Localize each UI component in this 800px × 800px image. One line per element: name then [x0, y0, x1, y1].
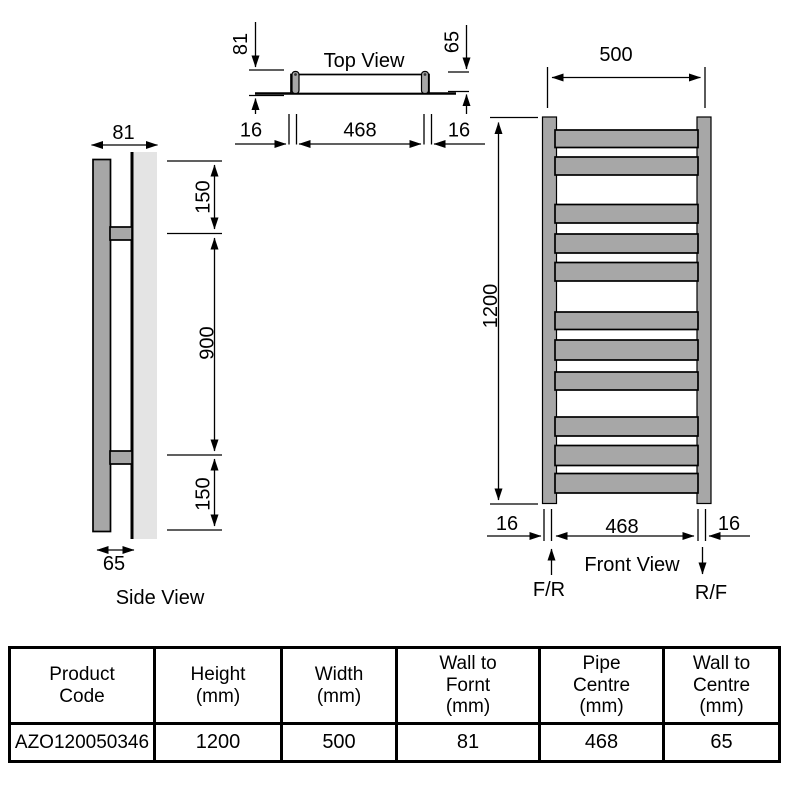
- technical-drawing: Top View 81 65: [91, 22, 750, 609]
- rung: [554, 261, 699, 282]
- rung: [554, 203, 699, 224]
- side-view-bracket-top: [109, 226, 133, 241]
- rung: [554, 371, 699, 391]
- header-width: Width (mm): [280, 646, 398, 725]
- front-view-rungs: [554, 129, 699, 494]
- top-dim-right-offset: 16: [448, 120, 470, 142]
- spec-table-data-row: AZO120050346 1200 500 81 468 65: [8, 722, 781, 763]
- top-dim-left-offset: 16: [240, 120, 262, 142]
- top-view-left-pipe: [291, 70, 300, 95]
- side-dim-depth: 81: [112, 122, 134, 144]
- spec-table: Product Code Height (mm) Width (mm) Wall…: [8, 646, 781, 763]
- header-pipe-centre: Pipe Centre (mm): [538, 646, 665, 725]
- rung: [554, 156, 699, 176]
- side-dim-bottom-spacing: 150: [193, 477, 215, 510]
- top-view-right-pipe: [420, 70, 430, 95]
- rung: [554, 339, 699, 361]
- top-dim-pipe-centre: 468: [343, 120, 376, 142]
- rung: [554, 472, 699, 494]
- top-dim-wall-to-centre: 65: [442, 31, 464, 53]
- side-view-bar: [92, 158, 112, 533]
- side-view-label: Side View: [116, 587, 205, 609]
- cell-width: 500: [280, 722, 398, 763]
- cell-product-code: AZO120050346: [8, 722, 156, 763]
- rung: [554, 233, 699, 254]
- side-view-bracket-bottom: [109, 450, 133, 465]
- front-dim-right-offset: 16: [718, 513, 740, 535]
- spec-table-container: Product Code Height (mm) Width (mm) Wall…: [8, 646, 781, 763]
- side-view-wall: [133, 152, 157, 539]
- rung: [554, 129, 699, 149]
- front-pipe-label-right: R/F: [695, 582, 727, 604]
- cell-wall-to-front: 81: [395, 722, 541, 763]
- side-dim-mid-spacing: 900: [197, 326, 219, 359]
- top-dim-wall-to-front: 81: [230, 33, 252, 55]
- side-dim-top-spacing: 150: [193, 180, 215, 213]
- header-wall-to-front: Wall to Fornt (mm): [395, 646, 541, 725]
- side-view: Side View 81 150 900 150: [91, 122, 222, 609]
- header-height: Height (mm): [153, 646, 283, 725]
- rung: [554, 311, 699, 331]
- header-product-code: Product Code: [8, 646, 156, 725]
- spec-table-header-row: Product Code Height (mm) Width (mm) Wall…: [8, 646, 781, 725]
- front-view-left-post: [541, 116, 558, 505]
- top-view-label: Top View: [324, 50, 405, 72]
- top-view-left-pipe-dot: [294, 73, 297, 76]
- rung: [554, 416, 699, 437]
- front-view-right-post: [696, 116, 712, 505]
- cell-pipe-centre: 468: [538, 722, 665, 763]
- front-pipe-label-left: F/R: [533, 579, 565, 601]
- cell-height: 1200: [153, 722, 283, 763]
- front-dim-left-offset: 16: [496, 513, 518, 535]
- rung: [554, 444, 699, 467]
- cell-wall-to-centre: 65: [662, 722, 781, 763]
- top-view-right-pipe-dot: [423, 73, 427, 76]
- side-dim-wall-to-centre: 65: [103, 553, 125, 575]
- front-dim-pipe-centre: 468: [605, 516, 638, 538]
- front-dim-width: 500: [599, 44, 632, 66]
- front-view: Front View 500: [480, 44, 750, 604]
- header-wall-to-centre: Wall to Centre (mm): [662, 646, 781, 725]
- front-view-label: Front View: [584, 554, 680, 576]
- top-view: Top View 81 65: [230, 22, 485, 148]
- top-view-bar: [290, 73, 430, 95]
